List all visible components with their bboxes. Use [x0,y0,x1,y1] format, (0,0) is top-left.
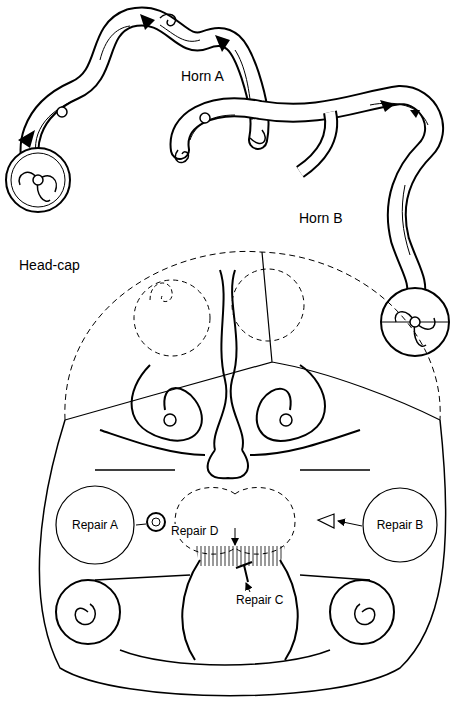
drawing-stroke [280,414,292,426]
repair-circle: Repair A [55,485,135,565]
drawing-stroke [231,270,243,450]
drawing-stroke [300,112,331,172]
drawing-stroke [410,317,420,327]
drawing-stroke [208,450,248,478]
drawing-stroke [182,560,297,660]
drawing-stroke [257,365,325,441]
drawing-stroke [136,524,146,525]
drawing-stroke [65,252,440,420]
drawing-stroke [134,280,210,356]
drawing-stroke [164,414,176,426]
head-cap [39,251,445,695]
drawing-stroke [381,288,449,356]
drawing-stroke [147,513,165,531]
repair-leaders [136,513,362,592]
hatching [195,546,285,566]
repair-area: Repair D [170,484,300,560]
drawing-stroke [39,420,445,696]
drawing-stroke [180,95,435,300]
drawing-stroke [200,113,210,123]
drawing-stroke [160,14,176,25]
drawing-stroke [18,14,230,148]
drawing-stroke [95,470,370,580]
circle-outline [363,488,437,562]
drawing-stroke [300,112,331,172]
circle-outline [56,486,134,564]
repair-label: Repair D [170,524,219,538]
drawing-stroke [57,107,67,117]
repair-label: Repair A [71,518,119,532]
drawing-stroke [152,518,160,526]
drawing-stroke [33,175,43,185]
drawing-stroke [132,365,202,441]
drawing-stroke [175,150,188,163]
drawing-stroke [11,153,65,207]
drawing-stroke [355,604,375,625]
part-label: Repair C [235,594,284,608]
drawing-stroke [395,312,435,347]
drawing-stroke [318,514,334,528]
drawing-stroke [380,100,420,118]
drawing-stroke [214,270,226,450]
repair-circle: Repair B [362,487,438,563]
drawing-stroke [180,95,435,300]
drawing-stroke [56,580,120,644]
drawing-stroke [235,528,236,545]
drawing-stroke [120,650,330,665]
drawing-stroke [330,580,394,644]
drawing-stroke [246,583,250,592]
drawing-stroke [19,172,56,201]
drawing-stroke [35,25,252,170]
drawing-stroke [232,269,304,341]
drawing-stroke [150,283,172,302]
node-outline [170,484,300,560]
part-label: Horn A [180,68,225,84]
horn-b [175,95,449,356]
repair-label: Repair B [376,518,425,532]
drawing-stroke [75,604,95,625]
drawing-stroke [250,130,265,143]
drawing-stroke [100,430,360,455]
drawing-stroke [236,562,252,582]
part-label: Head-cap [18,257,81,273]
drawing-stroke [65,251,440,420]
dashed-outline [175,487,295,554]
drawing-stroke [338,521,362,526]
drawing-stroke [6,148,70,212]
drawing-stroke [190,103,428,255]
part-label: Horn B [298,210,344,226]
